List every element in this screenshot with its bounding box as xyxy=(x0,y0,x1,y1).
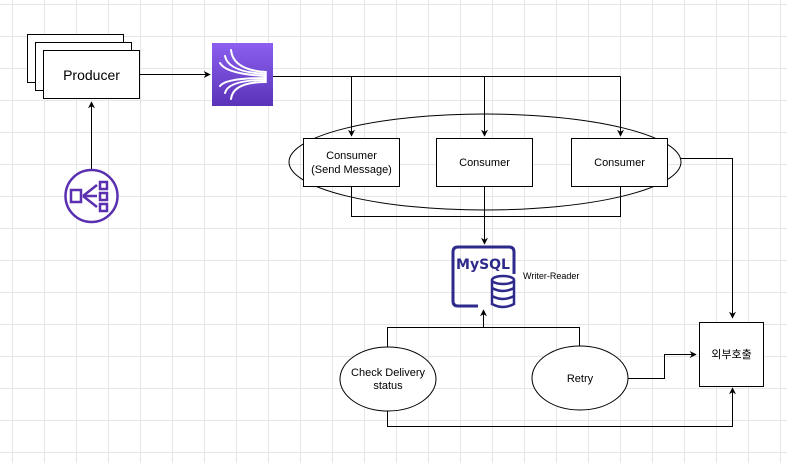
producer-node[interactable]: Producer xyxy=(27,34,140,99)
consumer-2-label: Consumer xyxy=(459,157,510,169)
edge-check-external xyxy=(387,387,736,427)
mysql-label: MySQL xyxy=(456,257,510,273)
retry-label: Retry xyxy=(567,373,594,385)
mysql-icon[interactable]: MySQL xyxy=(451,245,516,309)
external-call-node[interactable]: 외부호출 xyxy=(699,322,764,387)
consumer-1-node[interactable]: Consumer (Send Message) xyxy=(303,138,400,187)
check-delivery-node[interactable]: Check Delivery status xyxy=(339,346,437,412)
external-call-label: 외부호출 xyxy=(711,348,751,361)
retry-node[interactable]: Retry xyxy=(531,345,629,411)
check-delivery-line2: status xyxy=(373,380,403,392)
check-delivery-line1: Check Delivery xyxy=(351,367,425,379)
consumer-1-label-line2: (Send Message) xyxy=(311,164,392,176)
edge-consumers-join xyxy=(351,187,621,217)
edge-workers-join xyxy=(387,327,580,349)
kinesis-stream-icon[interactable] xyxy=(212,43,273,106)
producer-label: Producer xyxy=(63,67,120,83)
consumer-2-node[interactable]: Consumer xyxy=(436,138,533,187)
step-functions-icon[interactable] xyxy=(64,168,119,224)
edge-retry-external xyxy=(628,351,697,379)
edge-consumers-external xyxy=(681,158,736,319)
mysql-note: Writer-Reader xyxy=(523,271,579,281)
consumer-3-node[interactable]: Consumer xyxy=(571,138,668,187)
consumer-3-label: Consumer xyxy=(594,157,645,169)
consumer-1-label-line1: Consumer xyxy=(326,150,377,162)
